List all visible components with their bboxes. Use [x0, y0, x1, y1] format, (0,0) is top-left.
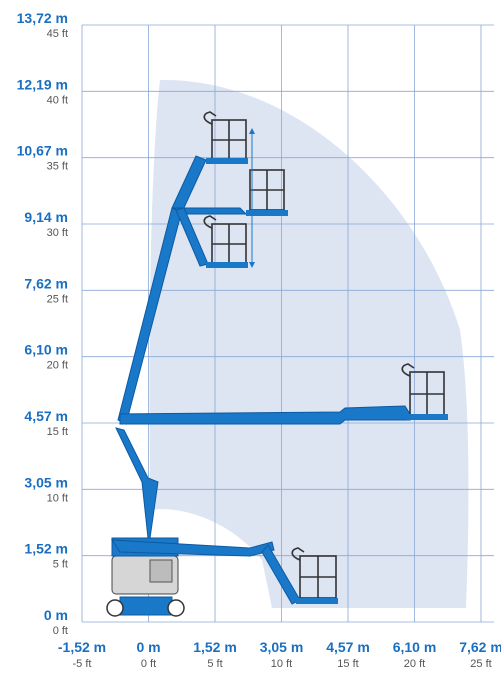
x-tick-label-ft: 5 ft — [207, 658, 222, 670]
x-tick-label-ft: 10 ft — [271, 658, 292, 670]
y-tick-label-m: 6,10 m — [24, 342, 68, 358]
platform-low — [203, 215, 248, 268]
y-tick-label-ft: 25 ft — [47, 293, 68, 305]
wheel-right-icon — [167, 599, 185, 617]
y-tick-label-ft: 0 ft — [53, 625, 68, 637]
y-tick-label-m: 4,57 m — [24, 408, 68, 424]
x-tick-label-m: 3,05 m — [260, 639, 304, 655]
stowed-boom — [111, 539, 275, 557]
arrow-down-icon — [249, 262, 255, 268]
y-tick-label-m: 0 m — [44, 607, 68, 623]
y-tick-label-m: 13,72 m — [17, 10, 68, 26]
y-tick-label-ft: 20 ft — [47, 360, 68, 372]
x-tick-label-m: 6,10 m — [393, 639, 437, 655]
platform-stowed — [291, 547, 338, 604]
x-axis-labels: -1,52 m -5 ft 0 m 0 ft 1,52 m 5 ft 3,05 m 10 ft… — [58, 639, 501, 670]
y-tick-label-ft: 35 ft — [47, 161, 68, 173]
x-tick-label-ft: 15 ft — [337, 658, 358, 670]
x-tick-label-m: 7,62 m — [459, 639, 501, 655]
y-tick-label-ft: 15 ft — [47, 426, 68, 438]
arrow-up-icon — [249, 128, 255, 134]
platform-mid — [246, 169, 288, 216]
platform-top — [203, 111, 248, 164]
platform-horizontal — [401, 363, 448, 420]
x-tick-label-m: -1,52 m — [58, 639, 106, 655]
y-tick-label-m: 7,62 m — [24, 275, 68, 291]
y-tick-label-m: 10,67 m — [17, 143, 68, 159]
riser-lower — [115, 427, 159, 539]
y-tick-label-ft: 40 ft — [47, 94, 68, 106]
y-tick-label-m: 9,14 m — [24, 209, 68, 225]
y-tick-label-ft: 5 ft — [53, 559, 68, 571]
x-tick-label-ft: 25 ft — [470, 658, 491, 670]
y-tick-label-ft: 10 ft — [47, 492, 68, 504]
x-tick-label-m: 1,52 m — [193, 639, 237, 655]
stowed-jib — [261, 544, 301, 605]
y-tick-label-m: 1,52 m — [24, 541, 68, 557]
x-tick-label-ft: 20 ft — [404, 658, 425, 670]
y-tick-label-m: 3,05 m — [24, 474, 68, 490]
wheel-left-icon — [106, 599, 124, 617]
y-tick-label-m: 12,19 m — [17, 76, 68, 92]
y-axis-labels: 13,72 m 45 ft 12,19 m 40 ft 10,67 m 35 ft 9,14… — [17, 10, 68, 637]
x-tick-label-ft: -5 ft — [73, 658, 92, 670]
x-tick-label-ft: 0 ft — [141, 658, 156, 670]
x-tick-label-m: 0 m — [136, 639, 160, 655]
y-tick-label-ft: 45 ft — [47, 28, 68, 40]
y-tick-label-ft: 30 ft — [47, 227, 68, 239]
x-tick-label-m: 4,57 m — [326, 639, 370, 655]
